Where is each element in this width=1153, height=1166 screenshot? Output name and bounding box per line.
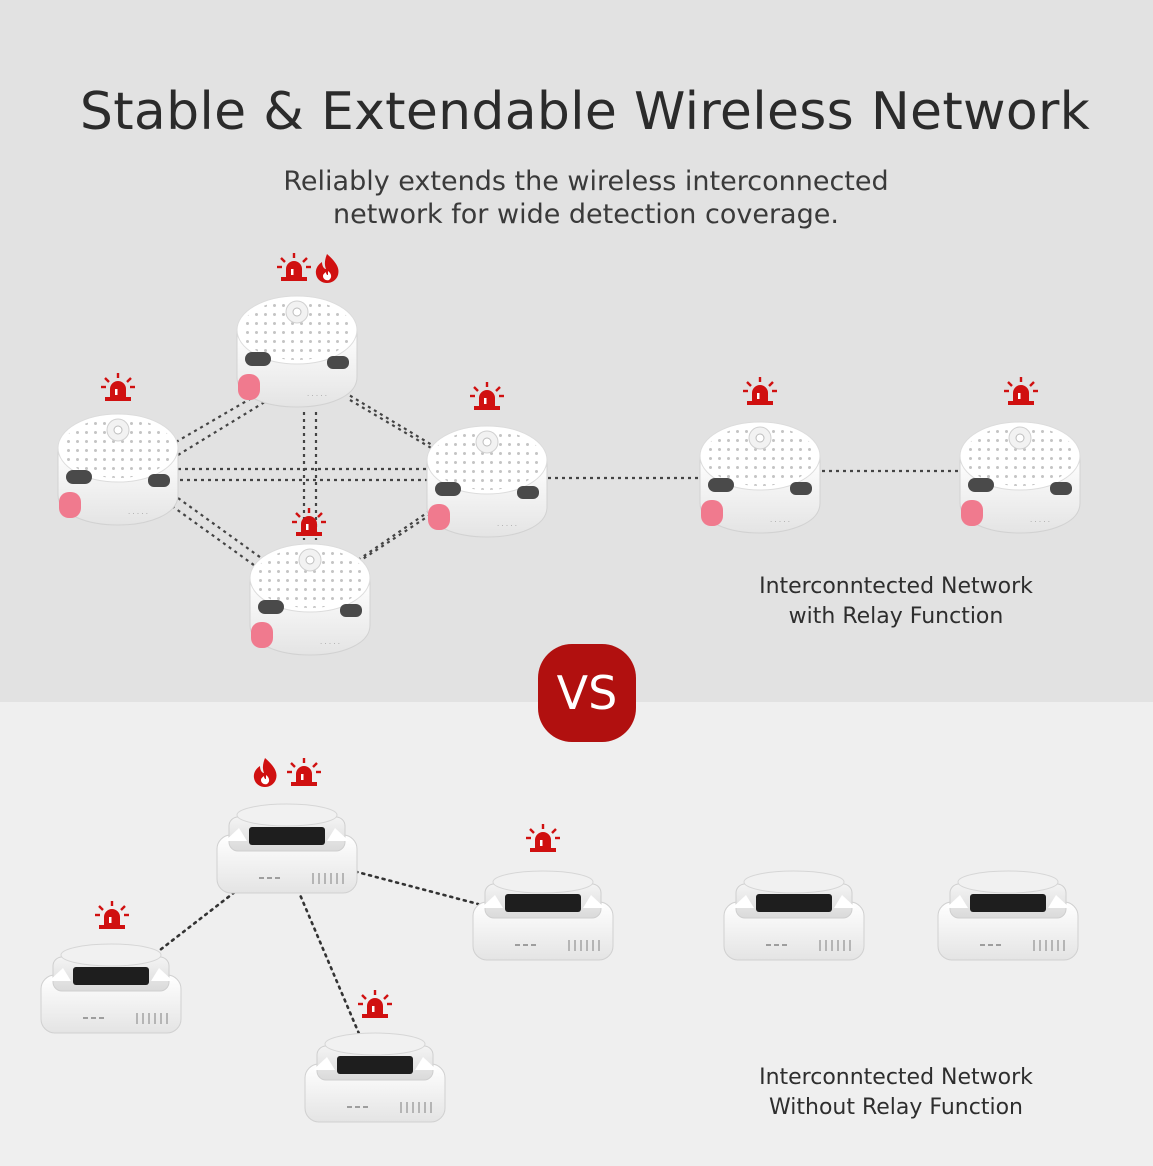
- detector-no-relay-left: [41, 944, 181, 1033]
- detector-relay-top: [237, 296, 357, 407]
- detector-no-relay-bottom: [305, 1033, 445, 1122]
- alarm-icon: [743, 377, 777, 405]
- no-relay-caption-line-1: Interconntected Network: [726, 1063, 1066, 1093]
- alarm-icon: [358, 990, 392, 1018]
- relay-caption-line-1: Interconntected Network: [726, 572, 1066, 602]
- alarm-icon: [101, 373, 135, 401]
- alarm-icon: [526, 824, 560, 852]
- alarm-icon: [470, 382, 504, 410]
- detector-no-relay-isolated-2: [938, 871, 1078, 960]
- alarm-icon: [1004, 377, 1038, 405]
- relay-caption-line-2: with Relay Function: [726, 602, 1066, 632]
- detector-relay-far-mid: [700, 422, 820, 533]
- alarm-icon: [95, 901, 129, 929]
- detector-relay-left: [58, 414, 178, 525]
- vs-badge: VS: [538, 644, 636, 742]
- no-relay-caption-line-2: Without Relay Function: [726, 1093, 1066, 1123]
- detector-relay-bottom: [250, 544, 370, 655]
- alarm-icon: [292, 508, 326, 536]
- no-relay-caption: Interconntected Network Without Relay Fu…: [726, 1063, 1066, 1123]
- relay-links: [172, 392, 962, 568]
- detector-no-relay-isolated-1: [724, 871, 864, 960]
- detector-no-relay-top: [217, 804, 357, 893]
- detector-relay-far-right: [960, 422, 1080, 533]
- detector-no-relay-right: [473, 871, 613, 960]
- alarm-icon: [277, 253, 311, 281]
- relay-caption: Interconntected Network with Relay Funct…: [726, 572, 1066, 632]
- alarm-icon: [287, 758, 321, 786]
- flame-icon: [254, 758, 277, 787]
- flame-icon: [316, 254, 339, 283]
- detector-relay-center: [427, 426, 547, 537]
